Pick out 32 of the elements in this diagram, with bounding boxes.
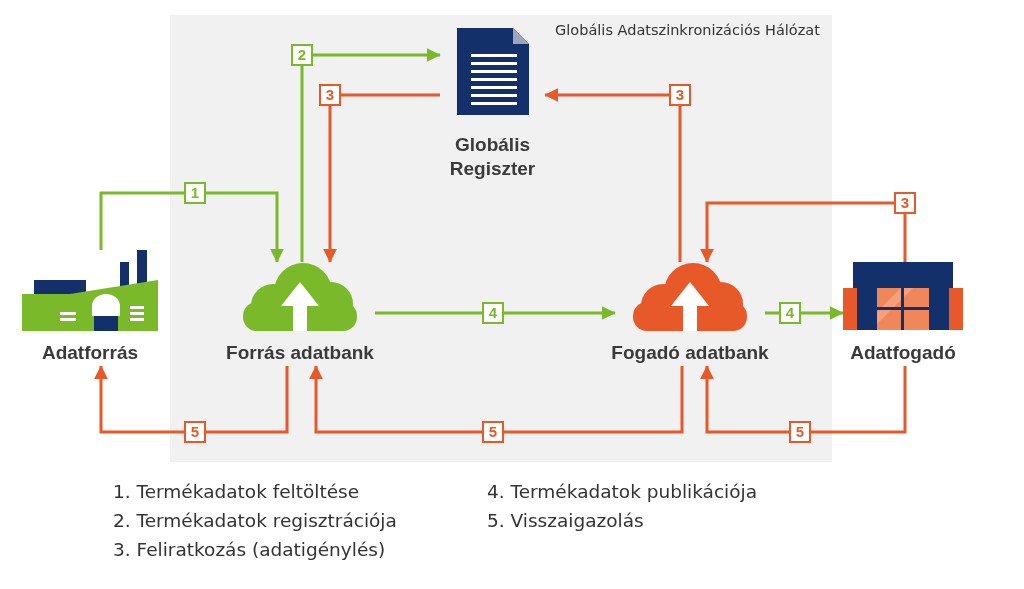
arrow <box>544 88 682 262</box>
network-heading: Globális Adatszinkronizációs Hálózat <box>554 21 821 40</box>
arrow <box>309 365 684 434</box>
edge-label: 3 <box>319 84 341 106</box>
legend-note: 2. Termékadatok regisztrációja <box>113 510 397 533</box>
arrow <box>765 306 844 320</box>
legend-note: 1. Termékadatok feltöltése <box>113 481 360 504</box>
arrow <box>99 191 284 263</box>
legend-note: 4. Termékadatok publikációja <box>487 481 758 504</box>
node-label: Adatforrás <box>41 341 139 366</box>
node-label: Adatfogadó <box>850 341 956 366</box>
arrow <box>375 306 616 320</box>
edge-label: 5 <box>482 421 504 443</box>
edge-label: 5 <box>789 421 811 443</box>
legend-note: 3. Feliratkozás (adatigénylés) <box>113 539 386 562</box>
edge-label: 3 <box>894 192 916 214</box>
node-label: Fogadó adatbank <box>611 341 769 366</box>
arrow <box>94 365 289 434</box>
arrow <box>700 365 907 434</box>
arrow <box>300 48 441 262</box>
legend-note: 5. Visszaigazolás <box>487 510 644 533</box>
arrow <box>323 93 440 263</box>
edge-label: 4 <box>482 302 504 324</box>
edge-label: 5 <box>184 421 206 443</box>
edge-label: 1 <box>184 182 206 204</box>
network-area-panel <box>170 15 832 462</box>
edge-label: 2 <box>291 44 313 66</box>
node-label: Globális Regiszter <box>448 132 537 182</box>
arrow <box>700 201 907 263</box>
edge-label: 3 <box>669 84 691 106</box>
node-label: Forrás adatbank <box>226 341 374 366</box>
edge-label: 4 <box>779 302 801 324</box>
